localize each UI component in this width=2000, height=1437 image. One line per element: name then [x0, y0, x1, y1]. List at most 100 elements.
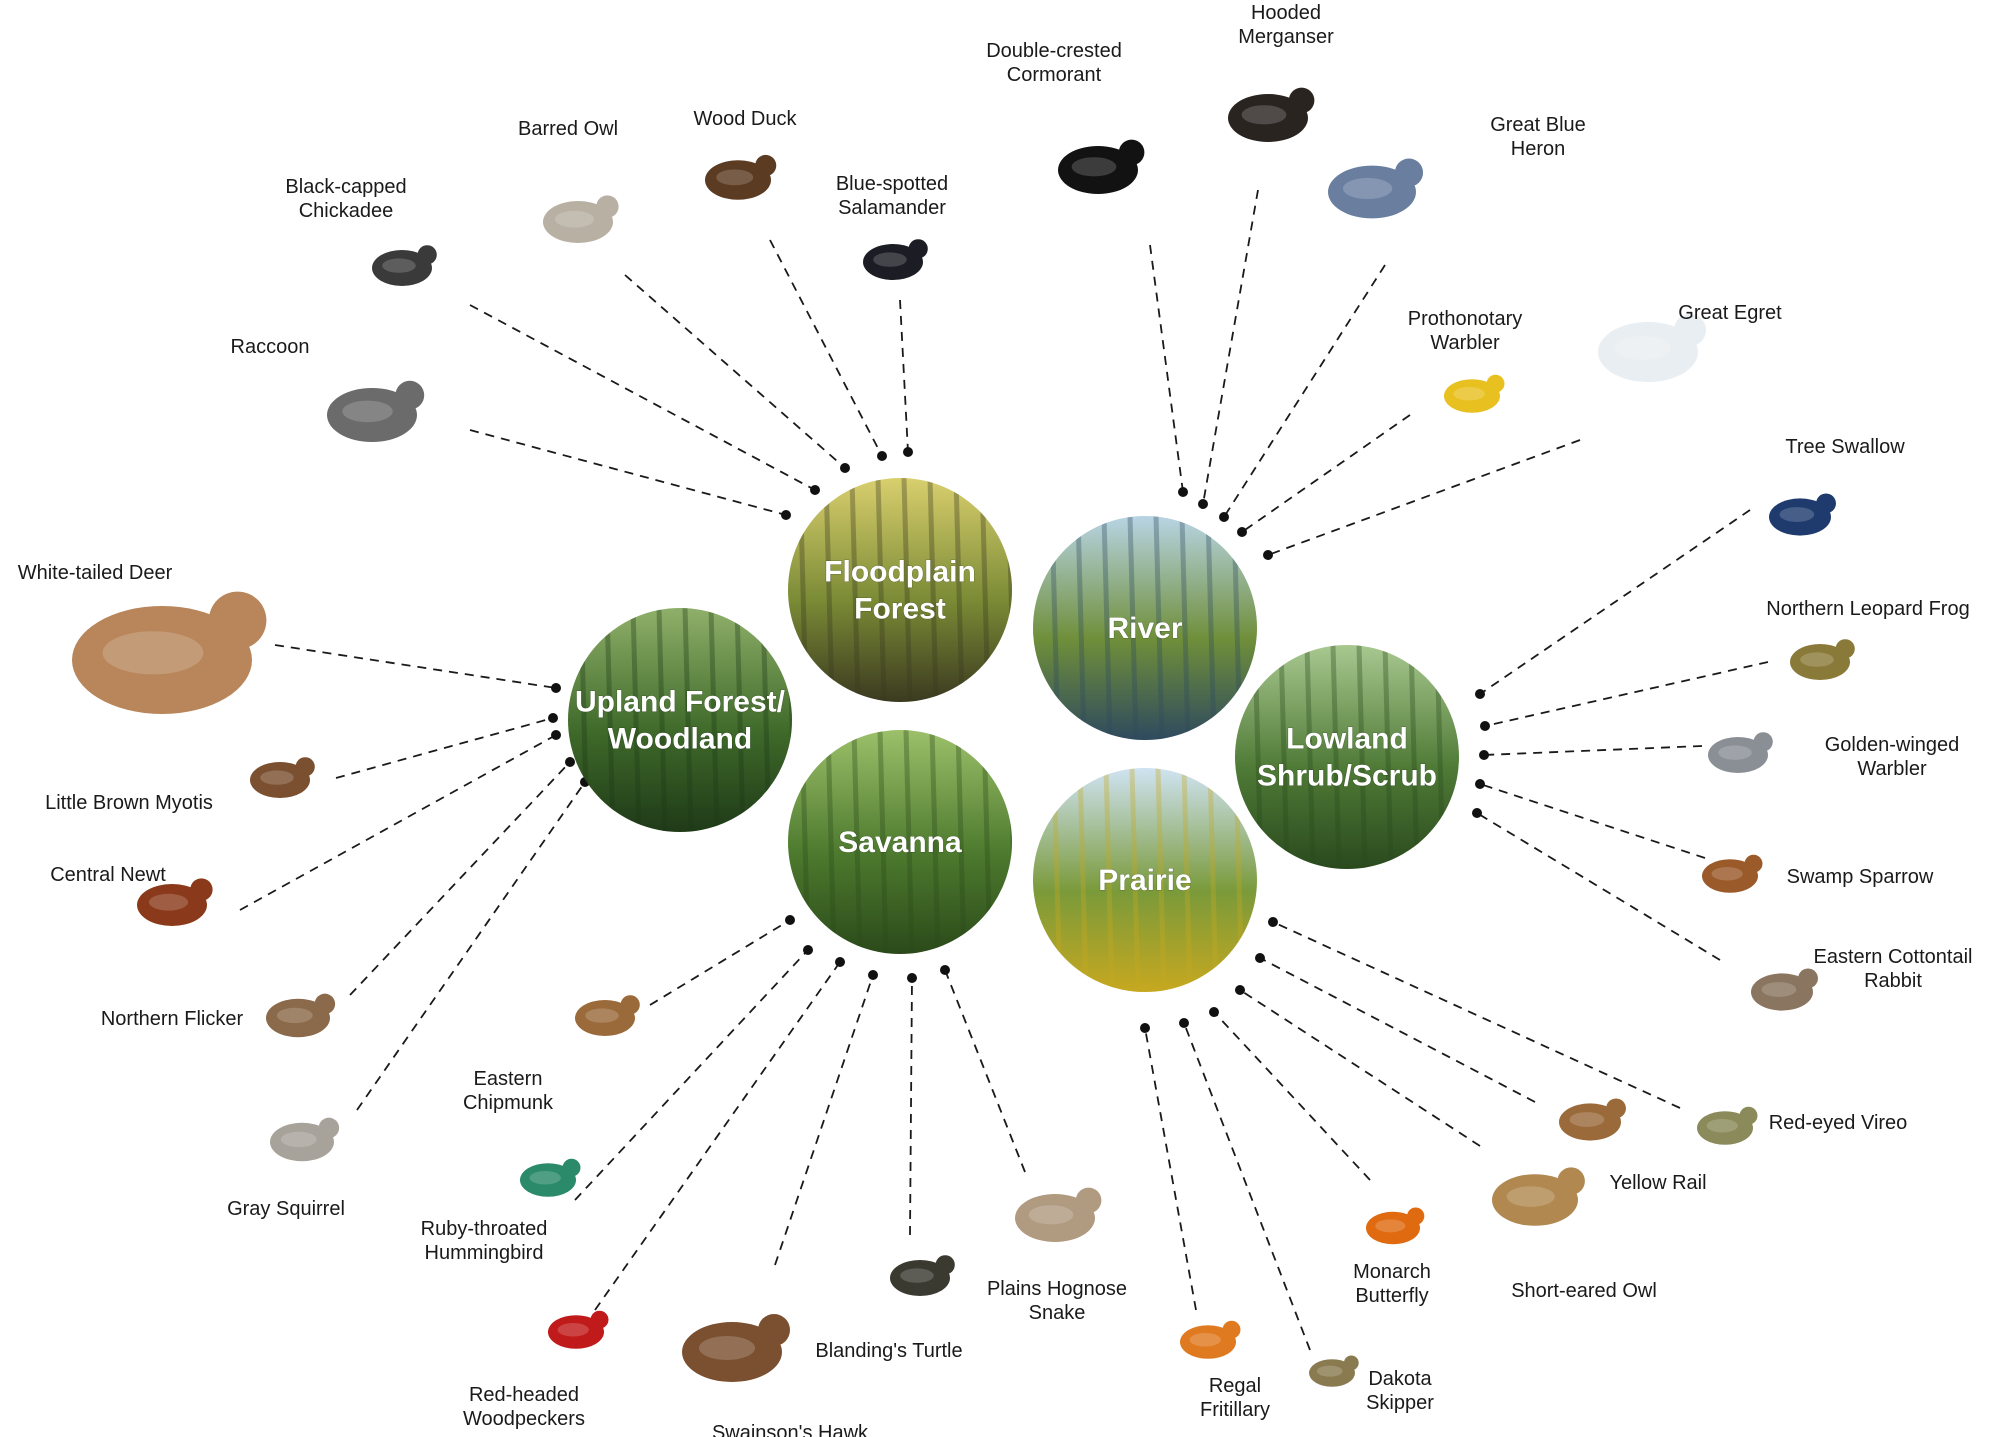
species-label: Blue-spotted — [836, 173, 948, 195]
owl-icon — [1492, 1167, 1585, 1225]
species-label: Double-crested — [986, 40, 1122, 62]
connector-line-raccoon — [470, 430, 786, 515]
species-label: Merganser — [1238, 26, 1334, 48]
connector-line-red-eyed-vireo — [1273, 922, 1680, 1108]
chickadee-icon — [372, 245, 437, 286]
species-label: Swamp Sparrow — [1787, 866, 1934, 888]
species-label: Golden-winged — [1825, 734, 1960, 756]
habitat-label: Upland Forest/ — [575, 686, 786, 719]
rabbit-icon — [1751, 968, 1818, 1010]
species-label: Central Newt — [50, 864, 166, 886]
species-label: Regal — [1209, 1375, 1261, 1397]
species-label: Cormorant — [1007, 64, 1102, 86]
habitat-label: Forest — [854, 593, 946, 626]
connector-dot — [1235, 985, 1245, 995]
species-label: Chickadee — [299, 200, 394, 222]
species-label: Swainson's Hawk — [712, 1422, 869, 1437]
swallow-icon — [1769, 493, 1836, 535]
salamander-icon — [863, 239, 928, 280]
connector-dot — [1140, 1023, 1150, 1033]
species-label: Warbler — [1857, 758, 1927, 780]
species-label: Blanding's Turtle — [815, 1340, 962, 1362]
species-label: Fritillary — [1200, 1399, 1270, 1421]
cormorant-icon — [1058, 140, 1144, 194]
connector-line-northern-leopard-frog — [1485, 662, 1768, 726]
connector-line-little-brown-myotis — [336, 718, 553, 778]
connector-line-blandings-turtle — [910, 978, 912, 1235]
connector-dot — [840, 463, 850, 473]
species-swainsons-hawk: Swainson's Hawk — [682, 1314, 869, 1437]
snake-icon — [1015, 1188, 1101, 1242]
connector-line-eastern-cottontail-rabbit — [1477, 813, 1720, 960]
species-label: Wood Duck — [693, 108, 797, 130]
species-label: Hummingbird — [425, 1242, 544, 1264]
species-barred-owl: Barred Owl — [518, 118, 619, 243]
habitat-upland-forest-woodland: Upland Forest/Woodland — [568, 608, 795, 832]
connector-dot — [803, 945, 813, 955]
connector-line-northern-flicker — [350, 762, 570, 995]
connector-line-blue-spotted-salamander — [900, 300, 908, 452]
species-red-eyed-vireo: Red-eyed Vireo — [1697, 1107, 1907, 1145]
connector-line-great-egret — [1268, 440, 1580, 555]
habitat-photo — [1235, 645, 1459, 869]
connector-dot — [1263, 550, 1273, 560]
species-golden-winged-warbler: Golden-wingedWarbler — [1708, 732, 1959, 780]
species-tree-swallow: Tree Swallow — [1769, 436, 1905, 536]
moth-icon — [1309, 1356, 1359, 1387]
flicker-icon — [266, 994, 335, 1038]
species-items: RaccoonBlack-cappedChickadeeBarred OwlWo… — [18, 2, 1973, 1437]
rail-icon — [1559, 1098, 1626, 1140]
species-label: Great Egret — [1678, 302, 1782, 324]
habitat-label: Woodland — [608, 723, 752, 756]
species-double-crested-cormorant: Double-crestedCormorant — [986, 40, 1144, 194]
species-label: Tree Swallow — [1785, 436, 1905, 458]
species-label: Snake — [1029, 1302, 1086, 1324]
connector-dot — [1209, 1007, 1219, 1017]
connector-dot — [565, 757, 575, 767]
woodpecker-icon — [548, 1311, 608, 1349]
hummingbird-icon — [520, 1159, 580, 1197]
connector-dot — [551, 730, 561, 740]
connector-dot — [1198, 499, 1208, 509]
connector-line-wood-duck — [770, 240, 882, 456]
species-label: Eastern — [474, 1068, 543, 1090]
species-little-brown-myotis: Little Brown Myotis — [45, 757, 315, 814]
connector-dot — [940, 965, 950, 975]
butterfly-icon — [1180, 1321, 1240, 1359]
connector-line-prothonotary-warbler — [1242, 415, 1410, 532]
species-label: Rabbit — [1864, 970, 1922, 992]
connector-dot — [1475, 779, 1485, 789]
connector-dot — [1480, 721, 1490, 731]
warbler-icon — [1444, 375, 1504, 413]
connector-dot — [548, 713, 558, 723]
connector-line-black-capped-chickadee — [470, 305, 815, 490]
habitat-savanna: Savanna — [788, 730, 1016, 954]
connector-dot — [868, 970, 878, 980]
sparrow-icon — [1702, 855, 1762, 893]
deer-icon — [72, 592, 266, 714]
butterfly-icon — [1366, 1207, 1424, 1244]
connector-line-eastern-chipmunk — [650, 920, 790, 1005]
connector-dot — [877, 451, 887, 461]
species-label: Raccoon — [231, 336, 310, 358]
hawk-icon — [682, 1314, 790, 1382]
turtle-icon — [890, 1255, 955, 1296]
species-label: Gray Squirrel — [227, 1198, 345, 1220]
egret-icon — [1598, 314, 1706, 382]
connector-line-tree-swallow — [1480, 510, 1750, 694]
species-label: Barred Owl — [518, 118, 618, 140]
species-label: Short-eared Owl — [1511, 1280, 1657, 1302]
connector-dot — [1268, 917, 1278, 927]
species-label: Red-headed — [469, 1384, 579, 1406]
connector-line-swainsons-hawk — [775, 975, 873, 1265]
habitat-label: Prairie — [1098, 864, 1191, 897]
connector-line-monarch-butterfly — [1214, 1012, 1370, 1180]
